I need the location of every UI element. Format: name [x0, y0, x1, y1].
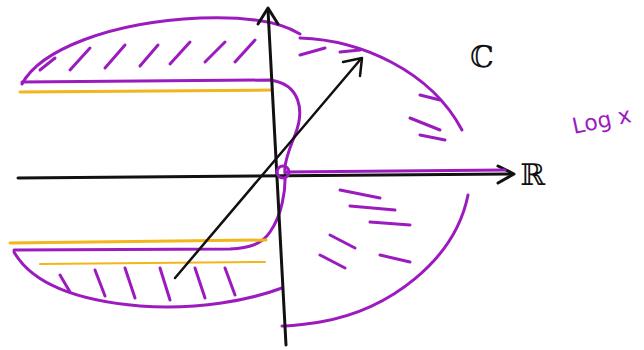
function-label: Log x [570, 104, 633, 138]
axis-label: ℝ [520, 160, 545, 190]
plane-label: ℂ [470, 42, 494, 72]
